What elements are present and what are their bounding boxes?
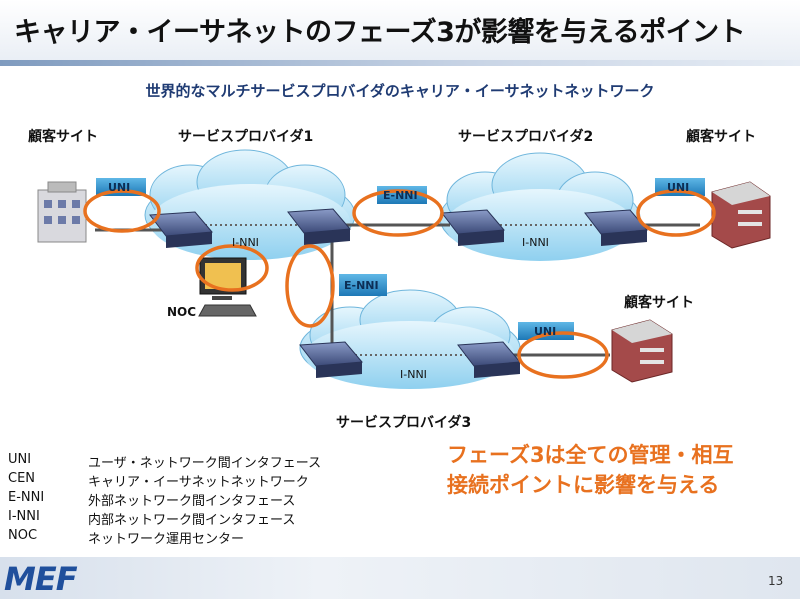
highlight-noc <box>195 244 269 292</box>
highlight-uni-bottom <box>517 331 609 379</box>
label-noc: NOC <box>167 305 197 319</box>
label-customer-site-bottom: 顧客サイト <box>624 295 694 311</box>
label-provider3: サービスプロバイダ3 <box>336 415 472 431</box>
legend-row: I-NNI 内部ネットワーク間インタフェース <box>8 509 321 528</box>
label-customer-site-left: 顧客サイト <box>28 129 98 145</box>
legend-abbr: NOC <box>8 528 38 543</box>
building-icon <box>611 319 673 383</box>
legend-desc: キャリア・イーサネットネットワーク <box>88 475 309 490</box>
enni-mid-tag <box>339 274 387 296</box>
switch-icon <box>441 209 506 246</box>
label-enni-top: E-NNI <box>383 189 418 202</box>
switch-icon <box>287 208 352 245</box>
highlight-enni-mid <box>285 244 335 328</box>
title-rule <box>0 60 800 66</box>
label-inni-2: I-NNI <box>522 236 549 249</box>
label-customer-site-right: 顧客サイト <box>686 129 756 145</box>
legend: UNI ユーザ・ネットワーク間インタフェース CEN キャリア・イーサネットネットワ… <box>8 452 321 547</box>
label-provider1: サービスプロバイダ1 <box>178 129 314 145</box>
slide-title: キャリア・イーサネットのフェーズ3が影響を与えるポイント <box>14 17 746 48</box>
label-enni-mid: E-NNI <box>344 279 379 292</box>
legend-row: CEN キャリア・イーサネットネットワーク <box>8 471 321 490</box>
page-number: 13 <box>768 574 784 588</box>
diagram-subtitle: 世界的なマルチサービスプロバイダのキャリア・イーサネットネットワーク <box>145 82 655 100</box>
switch-icon <box>149 211 214 248</box>
legend-abbr: E-NNI <box>8 490 45 505</box>
footer-bar <box>0 557 800 599</box>
legend-row: UNI ユーザ・ネットワーク間インタフェース <box>8 452 321 471</box>
highlight-uni-left <box>83 189 161 233</box>
switch-icon <box>584 209 649 246</box>
legend-desc: ネットワーク運用センター <box>88 532 245 547</box>
legend-desc: 内部ネットワーク間インタフェース <box>88 513 296 528</box>
legend-abbr: I-NNI <box>8 509 40 524</box>
uni-bottom-tag <box>518 322 574 340</box>
label-uni-bottom: UNI <box>534 325 557 338</box>
highlight-uni-right <box>636 189 716 237</box>
label-provider2: サービスプロバイダ2 <box>458 129 594 145</box>
building-icon <box>37 181 87 243</box>
label-inni-3: I-NNI <box>400 368 427 381</box>
legend-abbr: UNI <box>8 452 32 467</box>
switch-icon <box>299 341 364 378</box>
label-inni-1: I-NNI <box>232 236 259 249</box>
legend-row: E-NNI 外部ネットワーク間インタフェース <box>8 490 321 509</box>
callout-text: フェーズ3は全ての管理・相互 接続ポイントに影響を与える <box>447 440 734 500</box>
label-uni-right: UNI <box>667 181 690 194</box>
legend-abbr: CEN <box>8 471 36 486</box>
mef-logo: MEF <box>4 560 78 598</box>
legend-row: NOC ネットワーク運用センター <box>8 528 321 547</box>
callout-line-1: フェーズ3は全ての管理・相互 <box>447 443 734 467</box>
title-bar <box>0 0 800 62</box>
highlight-enni-top <box>352 189 444 237</box>
legend-desc: ユーザ・ネットワーク間インタフェース <box>88 456 322 471</box>
switch-icon <box>457 341 522 378</box>
building-icon <box>711 181 771 249</box>
label-uni-left: UNI <box>108 181 131 194</box>
callout-line-2: 接続ポイントに影響を与える <box>447 473 720 497</box>
legend-desc: 外部ネットワーク間インタフェース <box>88 494 296 509</box>
